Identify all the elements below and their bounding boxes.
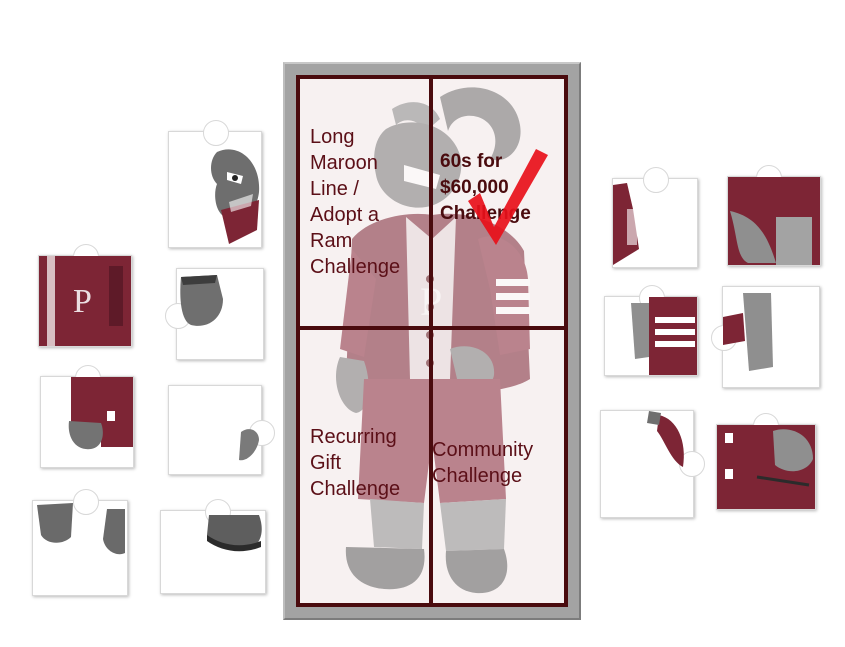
horn-edge-fragment [647,411,684,467]
challenge-long-maroon-line[interactable]: Long Maroon Line / Adopt a Ram Challenge [310,126,401,278]
svg-text:P: P [73,283,92,320]
puzzle-piece-jacket-shoulder[interactable] [612,167,698,268]
puzzle-piece-hoof[interactable] [165,268,264,360]
hoof-pair-fragment [37,503,125,555]
puzzle-piece-jacket-logo[interactable]: P [38,244,132,347]
sleeve-stripe-fragment [631,297,697,375]
arm-fur-fragment [723,293,773,371]
puzzle-piece-hoof-bottom[interactable] [160,499,266,594]
hoof-edge-fragment [239,429,259,461]
ram-mascot-image: P [335,87,530,594]
puzzle-piece-ram-head[interactable] [168,120,262,248]
puzzle-piece-jacket-pocket[interactable] [716,413,816,510]
ram-head-fragment [211,149,260,244]
jacket-shoulder-fragment [613,183,639,265]
puzzle-piece-arm-fur[interactable] [711,286,820,388]
puzzle-piece-blank-edge[interactable] [168,385,275,475]
piece-tab [203,120,229,146]
hoof-fragment [180,275,223,326]
board-divider-horizontal [300,326,564,330]
puzzle-piece-jacket-arm[interactable] [727,165,821,266]
jacket-pocket-fragment [717,425,815,509]
fist-fragment [68,377,133,450]
board-divider-vertical [429,79,433,603]
puzzle-board: P Long Maroon Line / Adopt a Ram Challen… [296,75,568,607]
piece-tab [643,167,669,193]
puzzle-piece-horn-edge[interactable] [600,410,705,518]
puzzle-piece-hoof-pair[interactable] [32,489,128,596]
puzzle-piece-sleeve-stripe[interactable] [604,285,698,376]
challenge-community[interactable]: Community Challenge [432,439,534,487]
hoof-bottom-fragment [207,515,262,552]
checkmark-icon [468,149,548,245]
jacket-arm-fragment [728,177,820,265]
challenge-recurring-gift[interactable]: Recurring Gift Challenge [310,426,401,500]
puzzle-board-frame: P Long Maroon Line / Adopt a Ram Challen… [283,62,581,620]
puzzle-piece-fist[interactable] [40,365,134,468]
jacket-logo-fragment: P [39,256,131,346]
piece-tab [73,489,99,515]
